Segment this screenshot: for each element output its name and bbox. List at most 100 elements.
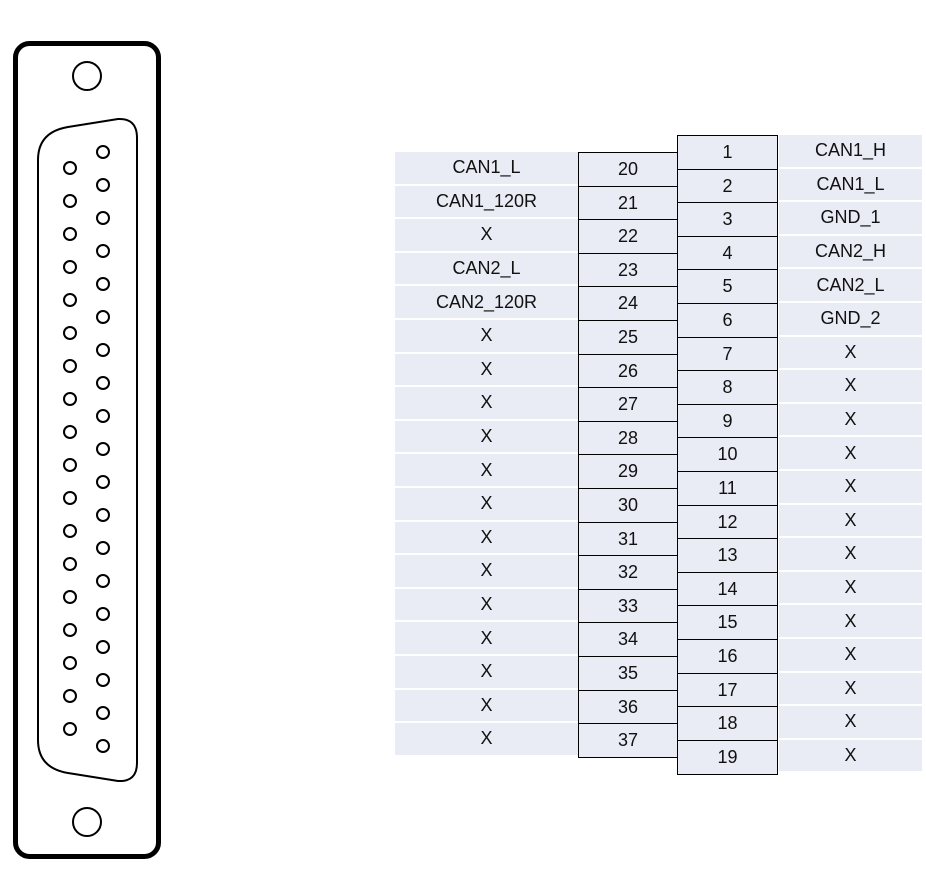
pin-hole-29 (63, 458, 77, 472)
pin-number-7: 7 (677, 336, 778, 372)
signal-label-pin-13: X (779, 538, 922, 572)
pin-number-35: 35 (578, 656, 678, 692)
connector-d-shape (37, 117, 138, 783)
pin-number-11: 11 (677, 471, 778, 507)
pin-number-4: 4 (677, 235, 778, 271)
signal-label-pin-31: X (395, 521, 578, 556)
signal-label-pin-19: X (779, 739, 922, 774)
signal-label-pin-7: X (779, 336, 922, 371)
signal-label-pin-28: X (395, 420, 578, 455)
pin-hole-8 (96, 376, 110, 390)
pin-hole-33 (63, 590, 77, 604)
pin-hole-32 (63, 557, 77, 571)
pin-number-1: 1 (677, 135, 778, 171)
mounting-hole-top (72, 61, 102, 91)
pin-hole-15 (96, 607, 110, 621)
signal-label-pin-11: X (779, 471, 922, 505)
pin-number-32: 32 (578, 555, 678, 591)
signal-label-pin-14: X (779, 571, 922, 606)
pin-hole-9 (96, 409, 110, 423)
signal-label-pin-36: X (395, 689, 578, 724)
pin-hole-17 (96, 673, 110, 687)
pin-number-17: 17 (677, 672, 778, 708)
db37-connector-drawing (13, 41, 161, 859)
signal-label-pin-12: X (779, 504, 922, 539)
pin-hole-24 (63, 293, 77, 307)
pin-number-31: 31 (578, 521, 678, 557)
pin-number-37: 37 (578, 723, 678, 759)
signal-label-pin-15: X (779, 605, 922, 639)
pin-number-23: 23 (578, 252, 678, 288)
signal-label-pin-27: X (395, 387, 578, 421)
pin-hole-5 (96, 277, 110, 291)
pin-number-22: 22 (578, 219, 678, 255)
pin-number-14: 14 (677, 571, 778, 607)
pin-number-30: 30 (578, 488, 678, 524)
mounting-hole-bottom (72, 807, 102, 837)
pin-number-19: 19 (677, 739, 778, 775)
pin-number-29: 29 (578, 454, 678, 490)
pin-number-27: 27 (578, 387, 678, 423)
signal-label-pin-18: X (779, 706, 922, 740)
pin-hole-18 (96, 706, 110, 720)
signal-label-pin-21: CAN1_120R (395, 185, 578, 220)
signal-label-pin-32: X (395, 555, 578, 589)
pin-number-21: 21 (578, 185, 678, 221)
pin-hole-36 (63, 689, 77, 703)
signal-label-pin-1: CAN1_H (779, 135, 922, 169)
signal-label-pin-4: CAN2_H (779, 235, 922, 270)
pin-hole-19 (96, 739, 110, 753)
pin-hole-12 (96, 508, 110, 522)
pin-number-16: 16 (677, 639, 778, 675)
pin-number-33: 33 (578, 588, 678, 624)
pin-number-28: 28 (578, 420, 678, 456)
pin-hole-2 (96, 178, 110, 192)
pin-hole-20 (63, 161, 77, 175)
pin-hole-10 (96, 442, 110, 456)
signal-label-pin-24: CAN2_120R (395, 286, 578, 320)
signal-label-pin-29: X (395, 454, 578, 488)
pin-number-34: 34 (578, 622, 678, 658)
signal-label-pin-23: CAN2_L (395, 252, 578, 287)
pin-number-5: 5 (677, 269, 778, 305)
signal-label-pin-30: X (395, 488, 578, 522)
signal-label-pin-2: CAN1_L (779, 168, 922, 203)
pin-number-12: 12 (677, 504, 778, 540)
pin-hole-13 (96, 541, 110, 555)
pin-hole-16 (96, 640, 110, 654)
signal-label-pin-33: X (395, 588, 578, 623)
signal-label-pin-9: X (779, 403, 922, 438)
connector-shell (13, 41, 161, 859)
pin-hole-30 (63, 491, 77, 505)
pin-number-18: 18 (677, 706, 778, 742)
pin-hole-14 (96, 574, 110, 588)
pin-hole-27 (63, 392, 77, 406)
signal-label-pin-37: X (395, 723, 578, 757)
signal-label-pin-35: X (395, 656, 578, 690)
signal-label-pin-5: CAN2_L (779, 269, 922, 303)
signal-label-pin-20: CAN1_L (395, 152, 578, 186)
pin-number-9: 9 (677, 403, 778, 439)
pin-hole-28 (63, 425, 77, 439)
signal-label-pin-6: GND_2 (779, 303, 922, 337)
pin-hole-21 (63, 194, 77, 208)
signal-label-pin-25: X (395, 320, 578, 354)
pin-hole-35 (63, 656, 77, 670)
pin-hole-23 (63, 260, 77, 274)
pin-number-25: 25 (578, 320, 678, 356)
pin-number-20: 20 (578, 152, 678, 188)
pin-hole-6 (96, 310, 110, 324)
pin-number-24: 24 (578, 286, 678, 322)
signal-label-pin-8: X (779, 370, 922, 404)
signal-label-pin-10: X (779, 437, 922, 471)
pin-hole-25 (63, 326, 77, 340)
signal-label-pin-3: GND_1 (779, 202, 922, 236)
pin-number-15: 15 (677, 605, 778, 641)
pin-number-8: 8 (677, 370, 778, 406)
pin-hole-3 (96, 211, 110, 225)
signal-label-pin-26: X (395, 353, 578, 388)
pin-hole-37 (63, 722, 77, 736)
pin-number-2: 2 (677, 168, 778, 204)
pin-hole-11 (96, 475, 110, 489)
pin-number-26: 26 (578, 353, 678, 389)
